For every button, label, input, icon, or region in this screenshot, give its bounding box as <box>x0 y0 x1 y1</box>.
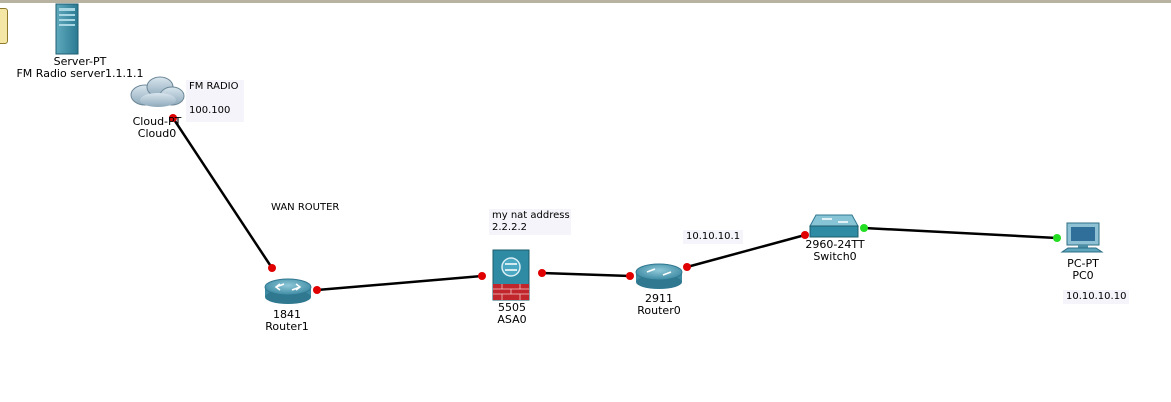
port-down-indicator <box>478 272 486 280</box>
firewall-icon[interactable] <box>492 249 530 301</box>
note-text: my nat address <box>492 210 570 221</box>
port-down-indicator <box>313 286 321 294</box>
sticky-note-icon[interactable] <box>0 8 8 44</box>
note-wan-router[interactable]: WAN ROUTER <box>271 202 340 213</box>
device-label-asa[interactable]: 5505 ASA0 <box>497 302 526 326</box>
device-model: 2960-24TT <box>805 238 865 251</box>
port-down-indicator <box>801 231 809 239</box>
device-model: Cloud-PT <box>132 115 182 128</box>
device-name: FM Radio server1.1.1.1 <box>16 67 144 80</box>
server-icon[interactable] <box>55 3 79 55</box>
link-switch-pc[interactable] <box>863 226 1058 240</box>
port-down-indicator <box>626 272 634 280</box>
port-up-indicator <box>1053 234 1061 242</box>
note-text: 2.2.2.2 <box>492 222 527 233</box>
canvas-top-border <box>0 0 1171 3</box>
device-name: Router0 <box>637 304 681 317</box>
device-name: Switch0 <box>813 250 857 263</box>
port-down-indicator <box>538 269 546 277</box>
link-router1-asa[interactable] <box>316 274 483 292</box>
port-down-indicator <box>268 264 276 272</box>
device-label-cloud[interactable]: Cloud-PT Cloud0 <box>133 116 182 140</box>
device-model: 1841 <box>272 308 301 321</box>
link-cloud-router1[interactable] <box>171 117 274 269</box>
link-asa-router0[interactable] <box>541 271 631 278</box>
note-text: FM RADIO <box>189 81 239 92</box>
note-pc-address[interactable]: 10.10.10.10 <box>1063 290 1130 304</box>
note-router0-address[interactable]: 10.10.10.1 <box>683 230 744 244</box>
port-indicators <box>169 114 1061 294</box>
device-name: Cloud0 <box>137 127 177 140</box>
device-label-switch[interactable]: 2960-24TT Switch0 <box>805 239 864 263</box>
device-model: 2911 <box>644 292 673 305</box>
device-label-server[interactable]: Server-PT FM Radio server1.1.1.1 <box>16 56 143 80</box>
device-model: 5505 <box>498 301 526 314</box>
port-down-indicator <box>683 263 691 271</box>
cloud-icon[interactable] <box>130 76 185 107</box>
note-fm-radio[interactable]: FM RADIO 100.100 <box>186 80 244 122</box>
device-model: PC-PT <box>1067 257 1099 270</box>
device-model: Server-PT <box>53 55 107 68</box>
note-nat-address[interactable]: my nat address 2.2.2.2 <box>489 209 571 235</box>
device-name: Router1 <box>265 320 309 333</box>
router-icon[interactable] <box>635 263 683 289</box>
port-up-indicator <box>860 224 868 232</box>
device-name: PC0 <box>1072 269 1094 282</box>
device-name: ASA0 <box>497 313 527 326</box>
device-label-router1[interactable]: 1841 Router1 <box>265 309 308 333</box>
switch-icon[interactable] <box>809 214 859 238</box>
port-down-indicator <box>169 114 177 122</box>
link-router0-switch[interactable] <box>686 233 806 269</box>
device-label-router0[interactable]: 2911 Router0 <box>637 293 680 317</box>
pc-icon[interactable] <box>1060 222 1104 253</box>
links <box>171 117 1058 292</box>
router-icon[interactable] <box>264 278 312 304</box>
note-text: 100.100 <box>189 105 231 116</box>
device-label-pc[interactable]: PC-PT PC0 <box>1067 258 1099 282</box>
